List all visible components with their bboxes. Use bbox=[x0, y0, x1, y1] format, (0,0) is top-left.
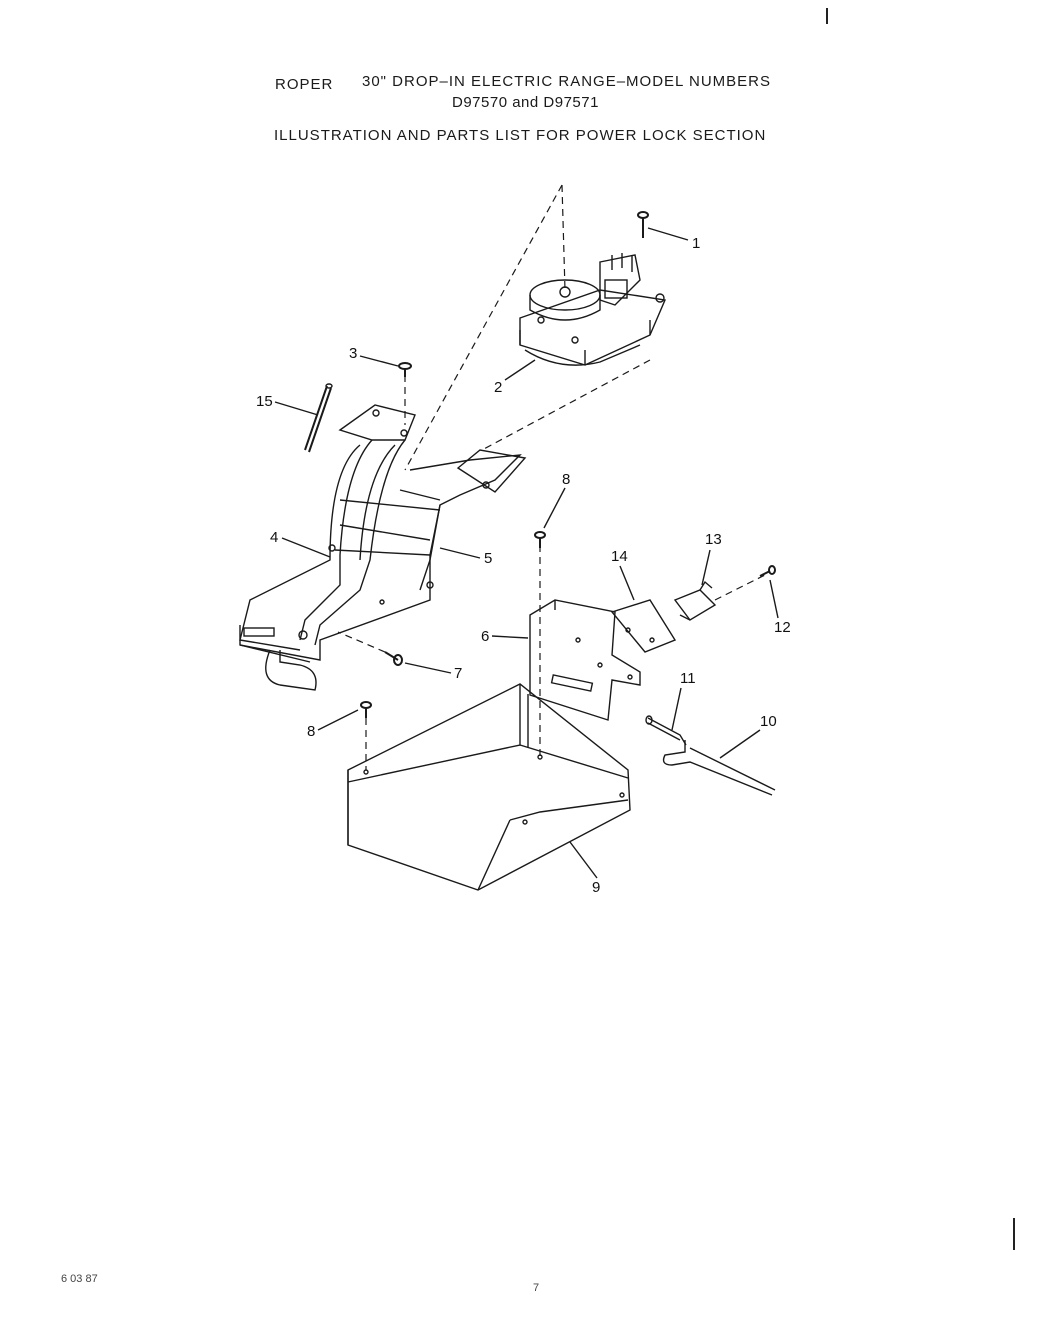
projection-line-left bbox=[404, 184, 563, 471]
callout-8-lower: 8 bbox=[307, 723, 315, 740]
callout-11: 11 bbox=[680, 670, 696, 687]
callout-10: 10 bbox=[760, 713, 777, 730]
switch-part-13 bbox=[673, 580, 717, 621]
scan-mark-right bbox=[1013, 1218, 1015, 1250]
lock-bracket bbox=[239, 404, 527, 691]
tray-part-9 bbox=[347, 683, 631, 891]
brand-name: ROPER bbox=[275, 76, 334, 93]
rod-part-15 bbox=[304, 383, 333, 453]
model-numbers: D97570 and D97571 bbox=[452, 94, 599, 111]
callout-4: 4 bbox=[270, 529, 278, 546]
page-number: 7 bbox=[533, 1282, 540, 1294]
callout-14: 14 bbox=[611, 548, 628, 565]
screw-part-12 bbox=[759, 565, 776, 577]
lever-rod-part-10 bbox=[662, 740, 776, 796]
motor-assembly bbox=[519, 253, 666, 366]
mounting-plate-part-6 bbox=[529, 599, 641, 721]
callout-12: 12 bbox=[774, 619, 791, 636]
callout-8-upper: 8 bbox=[562, 471, 570, 488]
screw-part-8-lower bbox=[360, 701, 372, 718]
screw-part-8-upper bbox=[534, 531, 546, 548]
screw-part-1 bbox=[637, 211, 649, 238]
projection-line-screw7 bbox=[337, 631, 386, 653]
callout-13: 13 bbox=[705, 531, 722, 548]
callout-leaders bbox=[274, 227, 779, 879]
document-title: 30" DROP–IN ELECTRIC RANGE–MODEL NUMBERS bbox=[362, 73, 772, 90]
callout-2: 2 bbox=[494, 379, 502, 396]
projection-line-right bbox=[481, 359, 651, 451]
callout-6: 6 bbox=[481, 628, 489, 645]
scan-mark-top bbox=[826, 8, 828, 24]
callout-7: 7 bbox=[454, 665, 462, 682]
callout-5: 5 bbox=[484, 550, 492, 567]
screw-part-7-lower bbox=[384, 651, 403, 666]
section-subtitle: ILLUSTRATION AND PARTS LIST FOR POWER LO… bbox=[274, 127, 767, 144]
link-rod-part-11 bbox=[645, 715, 687, 746]
callout-1: 1 bbox=[692, 235, 700, 252]
callout-3: 3 bbox=[349, 345, 357, 362]
screw-part-3 bbox=[398, 362, 412, 377]
print-date: 6 03 87 bbox=[61, 1273, 98, 1285]
projection-line-center bbox=[561, 184, 566, 291]
projection-line-screw12 bbox=[714, 574, 766, 601]
callout-15: 15 bbox=[256, 393, 273, 410]
callout-9: 9 bbox=[592, 879, 600, 896]
insulator-part-14 bbox=[610, 599, 677, 653]
